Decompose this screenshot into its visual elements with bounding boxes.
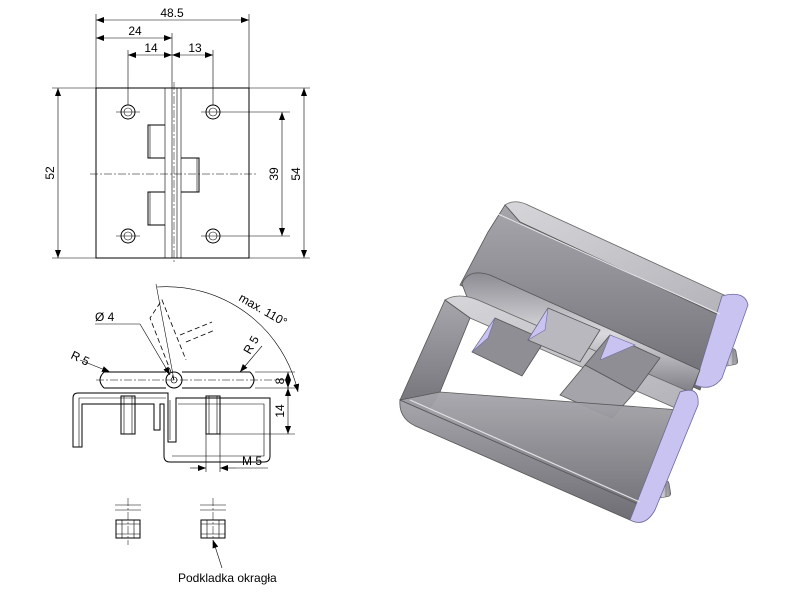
dimension-14-top: 14 — [144, 41, 158, 55]
dimension-14-stud: 14 — [273, 404, 287, 418]
washer-left — [115, 498, 141, 545]
plate-outline — [95, 87, 250, 259]
dimension-39: 39 — [267, 167, 281, 181]
dimension-diameter: Ø 4 — [95, 310, 115, 324]
base-profile — [72, 392, 271, 463]
knuckle-band — [164, 87, 182, 259]
washer-caption: Podkladka okragła — [178, 571, 277, 585]
upper-end-face — [694, 293, 749, 388]
dimension-48-5: 48.5 — [160, 6, 184, 20]
stud-left — [120, 395, 136, 435]
dimension-thread: M 5 — [242, 454, 262, 468]
washer-right — [200, 498, 226, 569]
dimension-8: 8 — [273, 377, 287, 384]
dimension-24: 24 — [128, 24, 142, 38]
angle-arc — [156, 286, 300, 393]
lower-end-face — [629, 389, 699, 523]
stud-right — [205, 395, 221, 435]
hinge-3d-view — [398, 201, 749, 523]
top-view: 48.5 24 14 13 52 39 54 — [43, 6, 310, 264]
dimension-radius-right: R 5 — [240, 333, 262, 356]
knuckle-notches — [147, 124, 200, 226]
side-view: max. 110° Ø 4 R 5 R 5 8 14 — [69, 283, 300, 472]
dimension-54: 54 — [289, 167, 303, 181]
dimension-radius-left: R 5 — [69, 348, 92, 369]
dimension-13: 13 — [188, 41, 202, 55]
dimension-52: 52 — [43, 166, 57, 180]
dimension-angle: max. 110° — [237, 290, 290, 329]
